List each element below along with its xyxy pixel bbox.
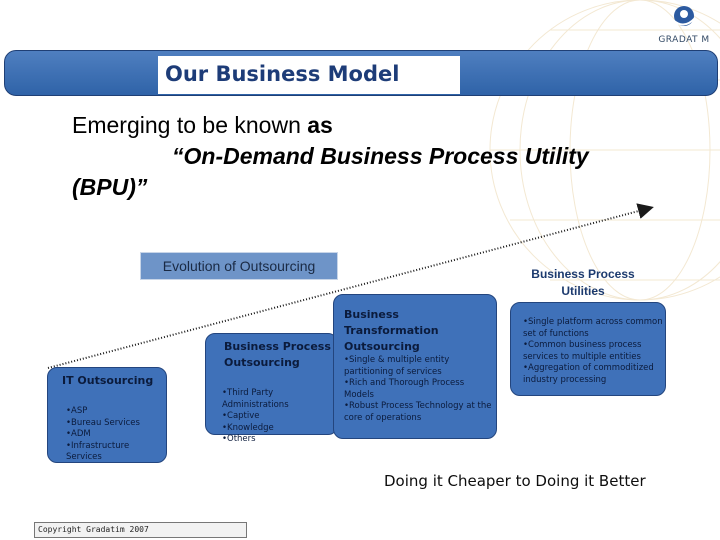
stage-title: IT Outsourcing (62, 374, 154, 387)
list-item: •ADM (66, 429, 91, 439)
stage-items: •ASP •Bureau Services •ADM •Infrastructu… (66, 406, 166, 464)
list-item: •Aggregation of commoditized industry pr… (523, 363, 654, 385)
list-item: •Captive (222, 411, 260, 421)
list-item: •Rich and Thorough Process Models (344, 378, 465, 400)
logo-icon (672, 6, 696, 26)
list-item: •ASP (66, 406, 88, 416)
stage-title: Business Process Outsourcing (224, 340, 331, 369)
page-title: Our Business Model (165, 62, 400, 86)
stage-title: Business Transformation Outsourcing (344, 308, 439, 353)
headline-line1: Emerging to be known (72, 112, 308, 138)
headline-line1-bold: as (307, 112, 333, 138)
list-item: •Bureau Services (66, 417, 140, 428)
stage-items: •Third Party Administrations •Captive •K… (222, 388, 337, 446)
stage-items: •Single platform across common set of fu… (523, 317, 663, 386)
bpu-label: Business Process Utilities (531, 267, 635, 298)
list-item: •Knowledge (222, 422, 274, 433)
tagline: Doing it Cheaper to Doing it Better (384, 472, 646, 490)
list-item: •Single platform across common set of fu… (523, 317, 663, 339)
list-item: •Robust Process Technology at the core o… (344, 401, 492, 423)
logo-text: GRADAT M (658, 35, 710, 45)
stage-bpo: Business Process Outsourcing •Third Part… (205, 333, 338, 444)
stage-items: •Single & multiple entity partitioning o… (344, 355, 492, 424)
footer-copyright: Copyright Gradatim 2007 (34, 522, 247, 538)
list-item: •Third Party Administrations (222, 388, 289, 410)
list-item: •Infrastructure Services (66, 440, 130, 463)
stage-it-outsourcing: IT Outsourcing •ASP •Bureau Services •AD… (47, 367, 167, 463)
stage-bpu: •Single platform across common set of fu… (510, 302, 666, 396)
stage-bto: Business Transformation Outsourcing •Sin… (333, 294, 497, 439)
headline: Emerging to be known as “On-Demand Busin… (72, 110, 702, 203)
evolution-label: Evolution of Outsourcing (140, 252, 338, 280)
list-item: •Common business process services to mul… (523, 340, 642, 362)
list-item: •Others (222, 434, 256, 444)
list-item: •Single & multiple entity partitioning o… (344, 355, 450, 377)
headline-line3: (BPU)” (72, 174, 148, 200)
title-banner-panel (158, 56, 460, 94)
headline-line2: “On-Demand Business Process Utility (172, 143, 589, 169)
company-logo: GRADAT M (656, 4, 712, 45)
